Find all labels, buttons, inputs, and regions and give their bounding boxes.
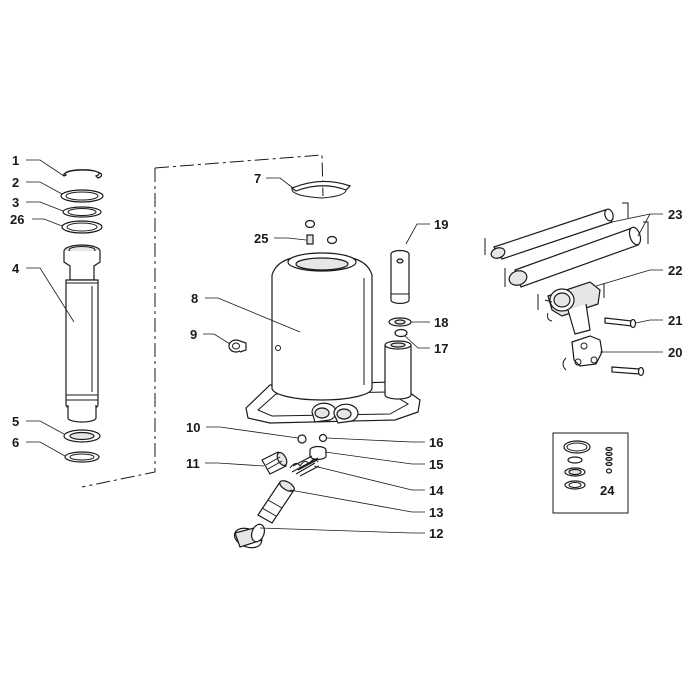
part-9-plug xyxy=(228,339,247,353)
part-14-spring xyxy=(289,455,320,477)
part-18-ring xyxy=(388,317,412,327)
part-21-pin xyxy=(604,317,637,329)
callout-16: 16 xyxy=(429,435,443,450)
callout-13: 13 xyxy=(429,505,443,520)
part-23-handles xyxy=(484,202,649,288)
callout-17: 17 xyxy=(434,341,448,356)
part-16-ball xyxy=(318,433,328,443)
part-22-handle-socket xyxy=(537,281,605,335)
part-25-small-parts xyxy=(304,219,338,245)
part-17-ring xyxy=(394,328,408,338)
leader-lines xyxy=(26,159,663,534)
callout-26: 26 xyxy=(10,212,24,227)
part-6-ring xyxy=(64,451,100,463)
part-7-snap-ring xyxy=(290,180,352,199)
callout-7: 7 xyxy=(254,171,261,186)
part-19-piston xyxy=(390,249,410,305)
callout-19: 19 xyxy=(434,217,448,232)
part-11-valve-screw xyxy=(261,451,288,475)
part-5-ring xyxy=(63,429,101,443)
callout-18: 18 xyxy=(434,315,448,330)
callout-2: 2 xyxy=(12,175,19,190)
part-2-ring xyxy=(60,189,104,203)
callout-25: 25 xyxy=(254,231,268,246)
part-10-ball xyxy=(297,434,307,444)
part-20-pin xyxy=(611,366,645,377)
part-15-valve xyxy=(309,445,327,461)
callout-14: 14 xyxy=(429,483,444,498)
callout-6: 6 xyxy=(12,435,19,450)
callout-1: 1 xyxy=(12,153,19,168)
callout-9: 9 xyxy=(190,327,197,342)
callout-4: 4 xyxy=(12,261,20,276)
part-4-ram xyxy=(63,244,101,423)
callout-21: 21 xyxy=(668,313,682,328)
callout-23: 23 xyxy=(668,207,682,222)
part-3-ring xyxy=(62,206,102,218)
callout-labels: 1 2 3 26 4 5 6 7 25 8 9 19 18 17 10 16 1… xyxy=(10,153,682,541)
callout-8: 8 xyxy=(191,291,198,306)
callout-11: 11 xyxy=(186,456,200,471)
callout-3: 3 xyxy=(12,195,19,210)
part-26-seal xyxy=(61,220,103,234)
callout-5: 5 xyxy=(12,414,19,429)
callout-12: 12 xyxy=(429,526,443,541)
seal-kit-box xyxy=(552,432,629,514)
part-12-cap xyxy=(233,523,266,549)
callout-10: 10 xyxy=(186,420,200,435)
callout-15: 15 xyxy=(429,457,443,472)
part-13-pump-piston xyxy=(257,480,295,524)
part-1-snap-ring xyxy=(63,169,103,179)
part-8-body xyxy=(245,252,421,424)
callout-20: 20 xyxy=(668,345,682,360)
callout-24: 24 xyxy=(600,483,615,498)
part-20-link xyxy=(562,335,603,371)
callout-22: 22 xyxy=(668,263,682,278)
